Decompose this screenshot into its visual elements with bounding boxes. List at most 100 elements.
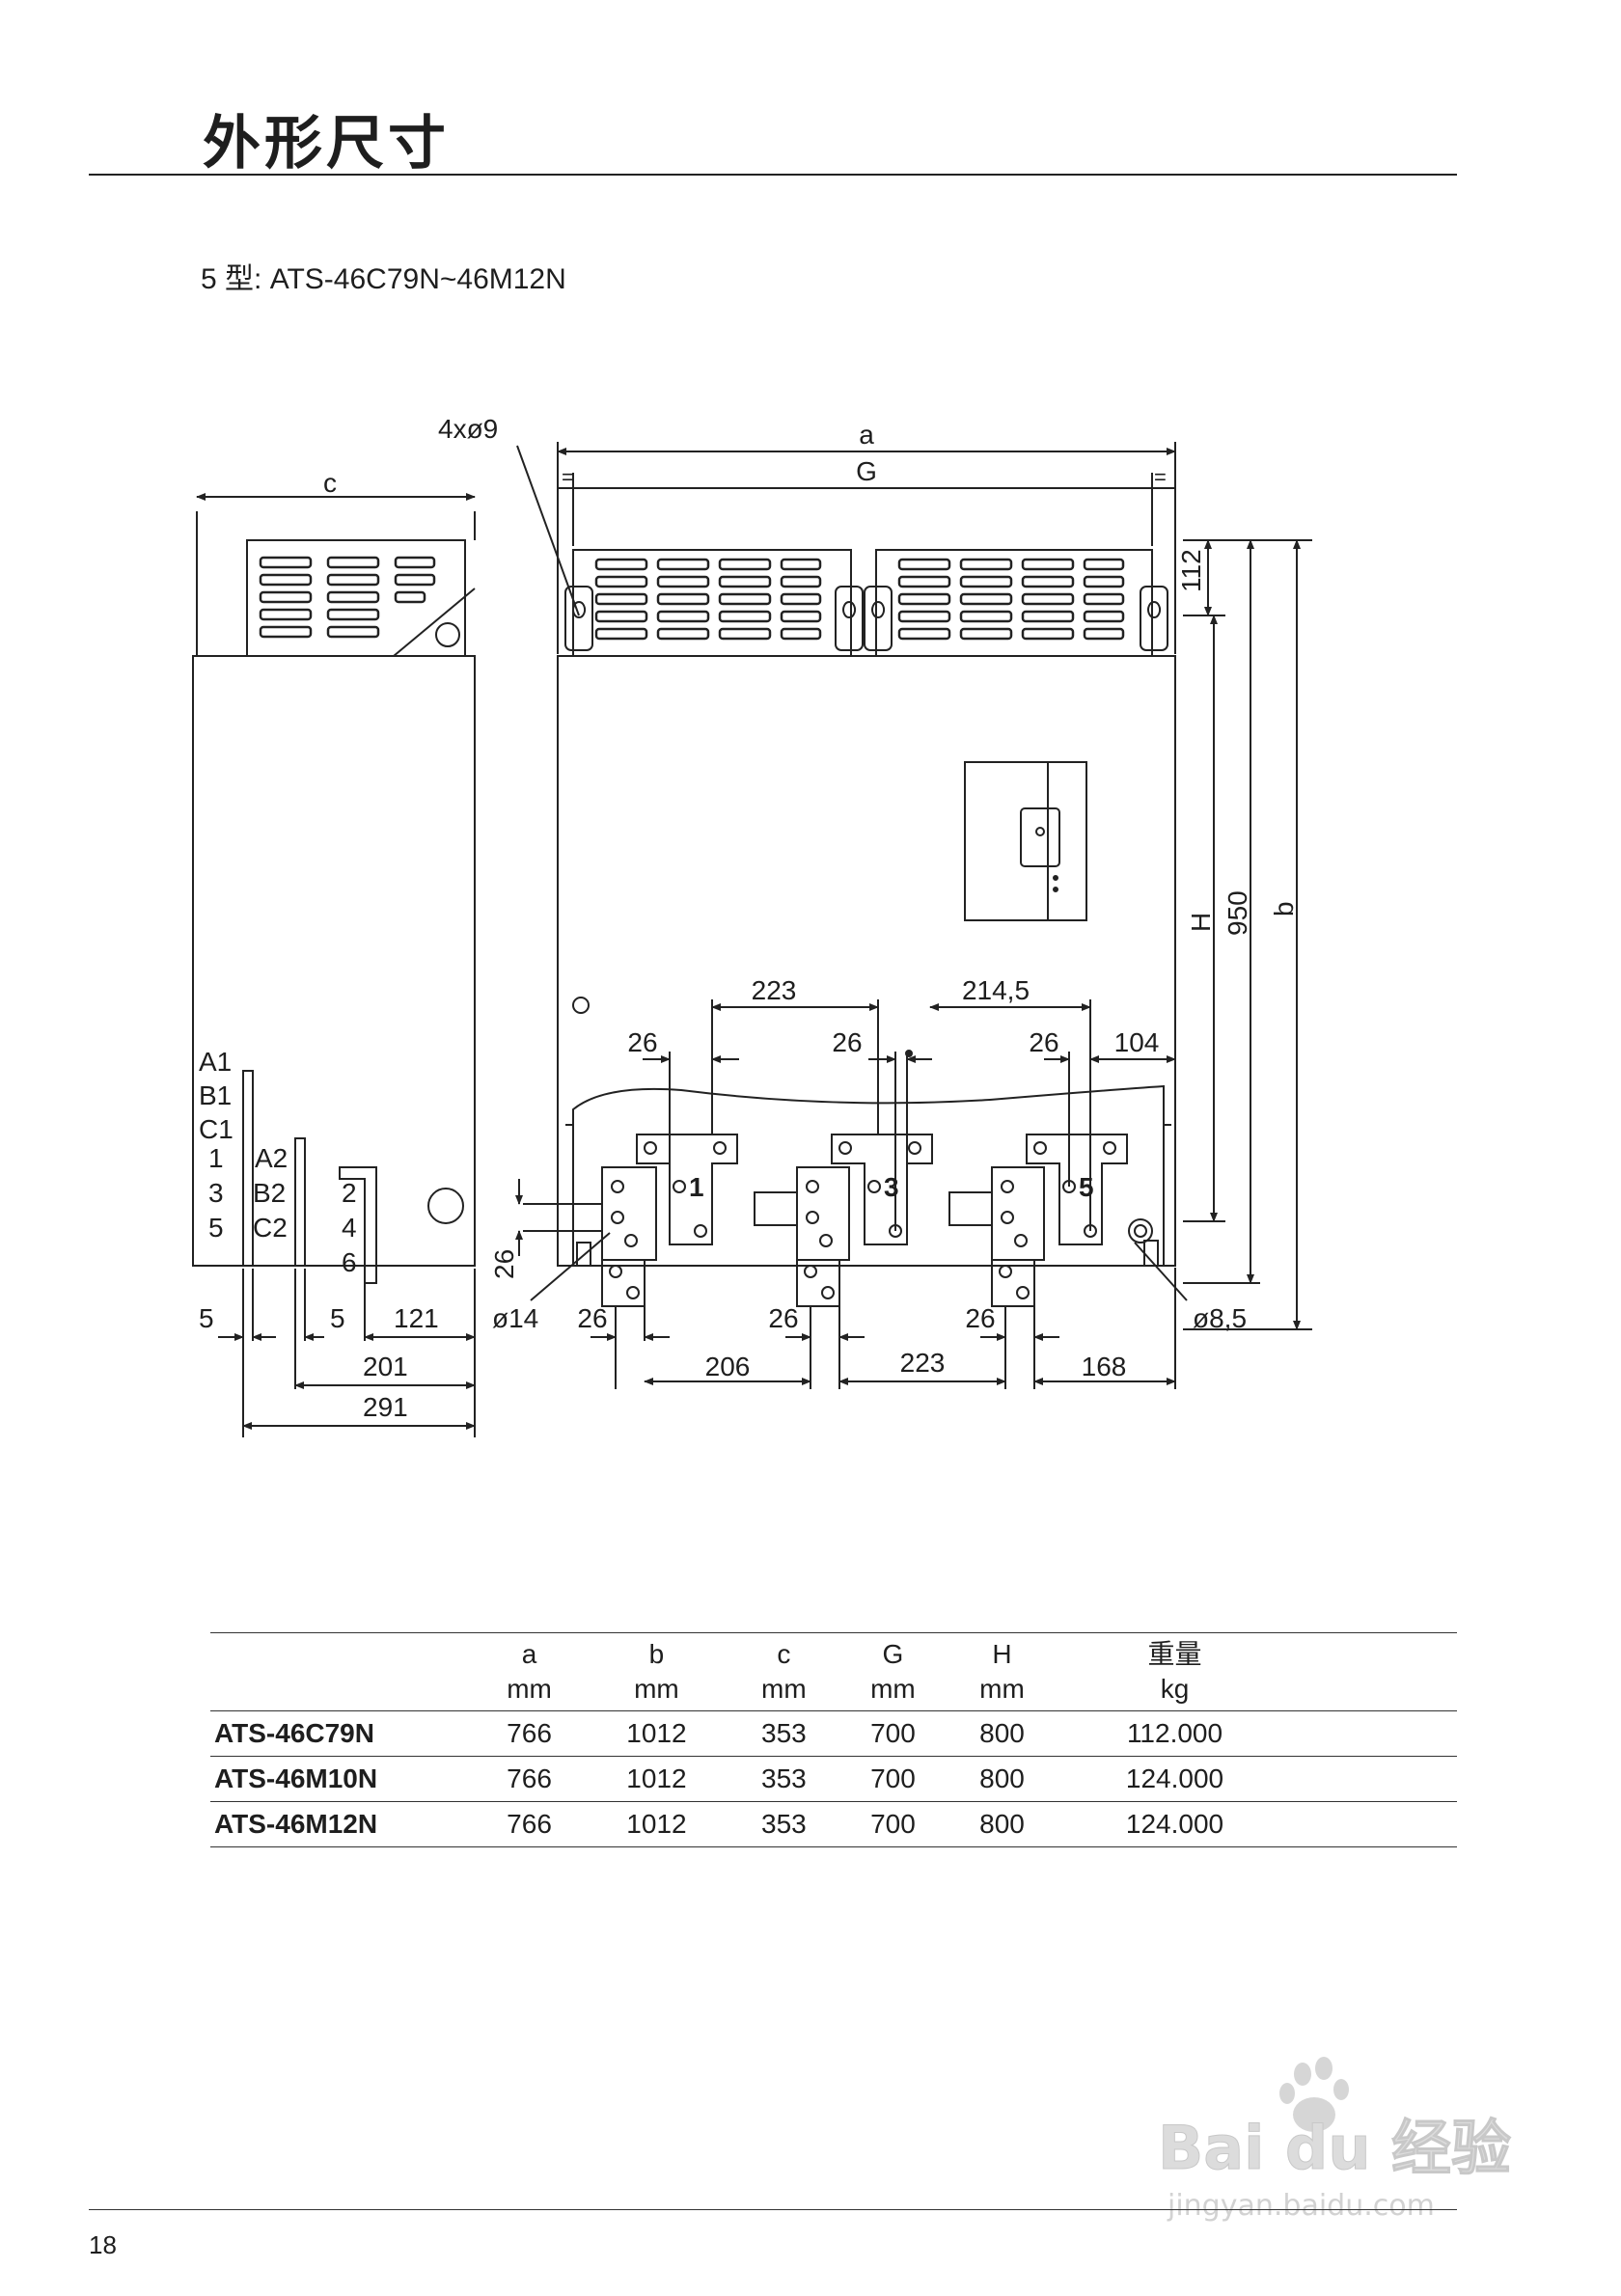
side-dim-5a: 5 (199, 1303, 214, 1333)
watermark-url: jingyan.baidu.com (1167, 2189, 1435, 2223)
label-4x-d9: 4xø9 (438, 414, 498, 444)
dim-label-950: 950 (1223, 890, 1252, 936)
equal-right: = (1154, 465, 1167, 489)
cell-c: 353 (761, 1718, 807, 1748)
terminal-b1: B1 (199, 1080, 232, 1110)
front-small-hole (572, 997, 590, 1014)
dim-label-26-b2: 26 (768, 1303, 798, 1333)
cell-b: 1012 (626, 1763, 687, 1793)
baidu-watermark-svg: Bai du 经验 jingyan.baidu.com (1158, 2057, 1512, 2223)
side-fan-housing (246, 539, 466, 657)
label-g: G (856, 456, 877, 486)
dim-label-d14: ø14 (492, 1303, 538, 1333)
page-number: 18 (89, 2230, 117, 2259)
terminal-a2: A2 (255, 1143, 288, 1173)
cell-g: 700 (870, 1763, 916, 1793)
busbar-label-3: 3 (884, 1172, 899, 1202)
cell-h: 800 (979, 1809, 1025, 1839)
mounting-lugs (564, 586, 1168, 651)
cell-g: 700 (870, 1809, 916, 1839)
busbar-1 (601, 1134, 738, 1307)
dim-label-26-b1: 26 (577, 1303, 607, 1333)
dim-label-h: H (1186, 913, 1216, 932)
cell-h: 800 (979, 1763, 1025, 1793)
side-dim-201: 201 (363, 1352, 408, 1381)
table-row: ATS-46M10N 766 1012 353 700 800 124.000 (210, 1757, 1457, 1802)
terminal-c2: C2 (253, 1213, 288, 1243)
cell-b: 1012 (626, 1809, 687, 1839)
cell-a: 766 (507, 1763, 552, 1793)
terminal-1: 1 (208, 1143, 224, 1173)
dim-label-223-top: 223 (752, 975, 797, 1005)
label-c: c (323, 468, 337, 498)
terminal-a1: A1 (199, 1047, 232, 1077)
front-view (515, 442, 1312, 1389)
model-cell: ATS-46M12N (214, 1809, 378, 1839)
dim-label-26-t1: 26 (627, 1027, 657, 1057)
baidu-watermark: Bai du 经验 jingyan.baidu.com (1158, 2055, 1544, 2228)
equal-left: = (562, 465, 574, 489)
header-spacer (1293, 1633, 1457, 1711)
cell-a: 766 (507, 1718, 552, 1748)
busbar-label-1: 1 (689, 1172, 704, 1202)
paw-icon (1279, 2057, 1349, 2132)
hole-14-leader (530, 1232, 611, 1301)
busbar-label-5: 5 (1079, 1172, 1094, 1202)
model-series-subtitle: 5 型: ATS-46C79N~46M12N (201, 263, 566, 295)
side-view-body (192, 655, 476, 1267)
terminal-4: 4 (342, 1213, 357, 1243)
ground-stud (1128, 1218, 1153, 1244)
terminal-5: 5 (208, 1213, 224, 1243)
cell-c: 353 (761, 1809, 807, 1839)
side-dim-121: 121 (394, 1303, 439, 1333)
hole-85-leader (1134, 1242, 1188, 1301)
side-dim-5b: 5 (330, 1303, 345, 1333)
hole-leader (516, 445, 580, 616)
dimension-drawing: c A1 B1 C1 1 3 5 A2 B2 C2 2 4 6 5 5 121 … (141, 396, 1332, 1457)
model-cell: ATS-46M10N (214, 1763, 378, 1793)
side-ground-hole (427, 1188, 464, 1224)
cell-h: 800 (979, 1718, 1025, 1748)
cell-weight: 124.000 (1125, 1809, 1224, 1839)
terminal-3: 3 (208, 1178, 224, 1208)
cell-c: 353 (761, 1763, 807, 1793)
watermark-brand: Bai du 经验 (1158, 2113, 1511, 2183)
dimension-drawing-svg: c A1 B1 C1 1 3 5 A2 B2 C2 2 4 6 5 5 121 … (192, 414, 1312, 1437)
cell-spacer (1293, 1757, 1457, 1802)
keypad-module (964, 761, 1087, 921)
header-model (210, 1633, 475, 1711)
dim-label-26-b3: 26 (965, 1303, 995, 1333)
table-row: ATS-46M12N 766 1012 353 700 800 124.000 (210, 1802, 1457, 1847)
dim-label-26-left: 26 (489, 1249, 519, 1279)
terminal-6: 6 (342, 1247, 357, 1277)
cell-weight: 112.000 (1126, 1718, 1223, 1748)
title-divider (89, 174, 1457, 176)
dim-label-d8-5: ø8,5 (1193, 1303, 1247, 1333)
dim-label-112: 112 (1176, 549, 1206, 592)
cell-b: 1012 (626, 1718, 687, 1748)
dim-label-b: b (1269, 901, 1299, 916)
dim-label-26-t3: 26 (1029, 1027, 1058, 1057)
side-view (192, 493, 476, 1437)
dim-label-168: 168 (1082, 1352, 1127, 1381)
terminal-b2: B2 (253, 1178, 286, 1208)
busbar-3 (754, 1134, 933, 1307)
cell-spacer (1293, 1802, 1457, 1847)
dim-label-26-t2: 26 (832, 1027, 862, 1057)
model-cell: ATS-46C79N (214, 1718, 374, 1748)
cell-a: 766 (507, 1809, 552, 1839)
front-view-body (557, 655, 1176, 1267)
label-a: a (859, 420, 874, 450)
side-dim-291: 291 (363, 1392, 408, 1422)
dim-label-214-5: 214,5 (962, 975, 1030, 1005)
cell-weight: 124.000 (1125, 1763, 1224, 1793)
side-mount-hole (435, 622, 460, 647)
terminal-c1: C1 (199, 1114, 234, 1144)
